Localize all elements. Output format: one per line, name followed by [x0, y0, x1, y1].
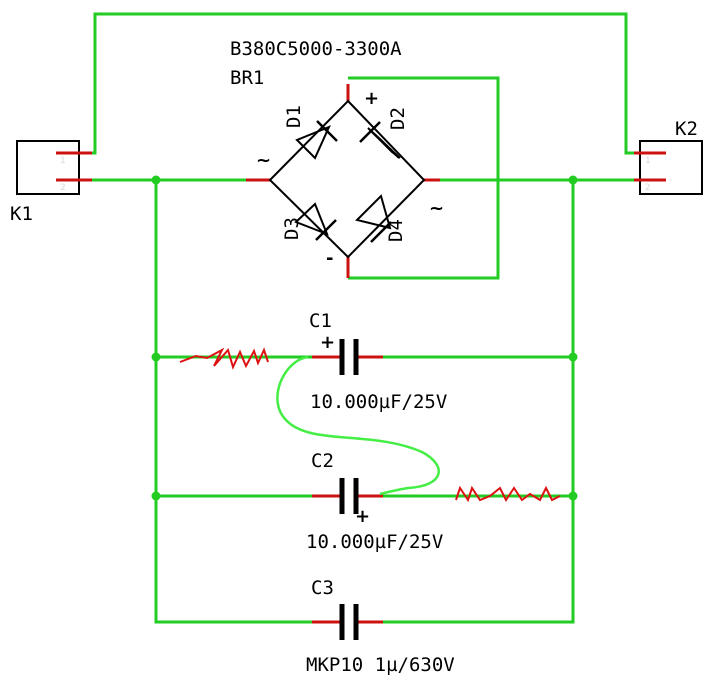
bridge-ref: BR1: [230, 67, 264, 89]
wires: [92, 12, 634, 624]
capacitor-ref: C3: [311, 577, 334, 599]
capacitor-value: MKP10 1µ/630V: [306, 654, 455, 676]
bridge-minus-symbol: -: [326, 248, 333, 269]
wire-left-rail: [154, 180, 312, 624]
junction-dot: [568, 175, 578, 185]
diode-label: D1: [283, 105, 305, 128]
capacitor-c3[interactable]: C3 MKP10 1µ/630V: [306, 577, 455, 676]
diode-d4: D4: [355, 194, 407, 243]
bridge-body: [268, 99, 426, 259]
diode-d2: D2: [359, 107, 409, 159]
connector-label-k1: K1: [10, 203, 33, 225]
capacitor-c1[interactable]: C1 + 10.000µF/25V: [309, 310, 447, 413]
connector-body: [639, 140, 703, 195]
junction-dot: [151, 175, 161, 185]
junction-dot: [151, 491, 161, 501]
scribble-red-c2: [455, 485, 561, 503]
diode-label: D3: [281, 217, 303, 240]
scribble-green-bypass: [276, 355, 440, 496]
svg-text:2: 2: [60, 183, 66, 193]
diode-label: D4: [385, 219, 407, 242]
capacitor-value: 10.000µF/25V: [310, 391, 447, 413]
annotations: [179, 347, 561, 503]
wire-right-rail: [383, 180, 575, 624]
diode-d3: D3: [281, 202, 337, 241]
bridge-rectifier[interactable]: B380C5000-3300A BR1 D1 D2 D3: [230, 38, 444, 278]
connector-k2[interactable]: 1 2 K2: [634, 118, 703, 195]
capacitor-ref: C1: [309, 310, 332, 332]
capacitor-value: 10.000µF/25V: [306, 531, 443, 553]
wire-plus-loop: [348, 76, 500, 280]
connector-label-k2: K2: [675, 118, 698, 140]
junction-dot: [151, 352, 161, 362]
diode-d1: D1: [283, 105, 338, 160]
scribble-red-c1: [179, 347, 269, 370]
capacitor-polarity: +: [355, 506, 370, 527]
junction-dot: [568, 491, 578, 501]
bridge-plus-symbol: +: [364, 88, 379, 109]
bridge-ac-left-symbol: ~: [256, 150, 271, 171]
junctions: [151, 175, 578, 501]
bridge-ac-right-symbol: ~: [429, 198, 444, 219]
capacitor-polarity: +: [320, 332, 335, 353]
svg-text:1: 1: [645, 156, 651, 166]
connector-body: [16, 140, 80, 195]
connector-k1[interactable]: 1 2 K1: [10, 140, 92, 225]
capacitor-c2[interactable]: C2 + 10.000µF/25V: [306, 450, 443, 553]
svg-text:1: 1: [60, 156, 66, 166]
svg-text:2: 2: [645, 183, 651, 193]
capacitor-ref: C2: [311, 450, 334, 472]
junction-dot: [568, 352, 578, 362]
diode-label: D2: [387, 107, 409, 130]
wire-top-loop: [92, 12, 634, 155]
bridge-part-number: B380C5000-3300A: [230, 38, 402, 60]
